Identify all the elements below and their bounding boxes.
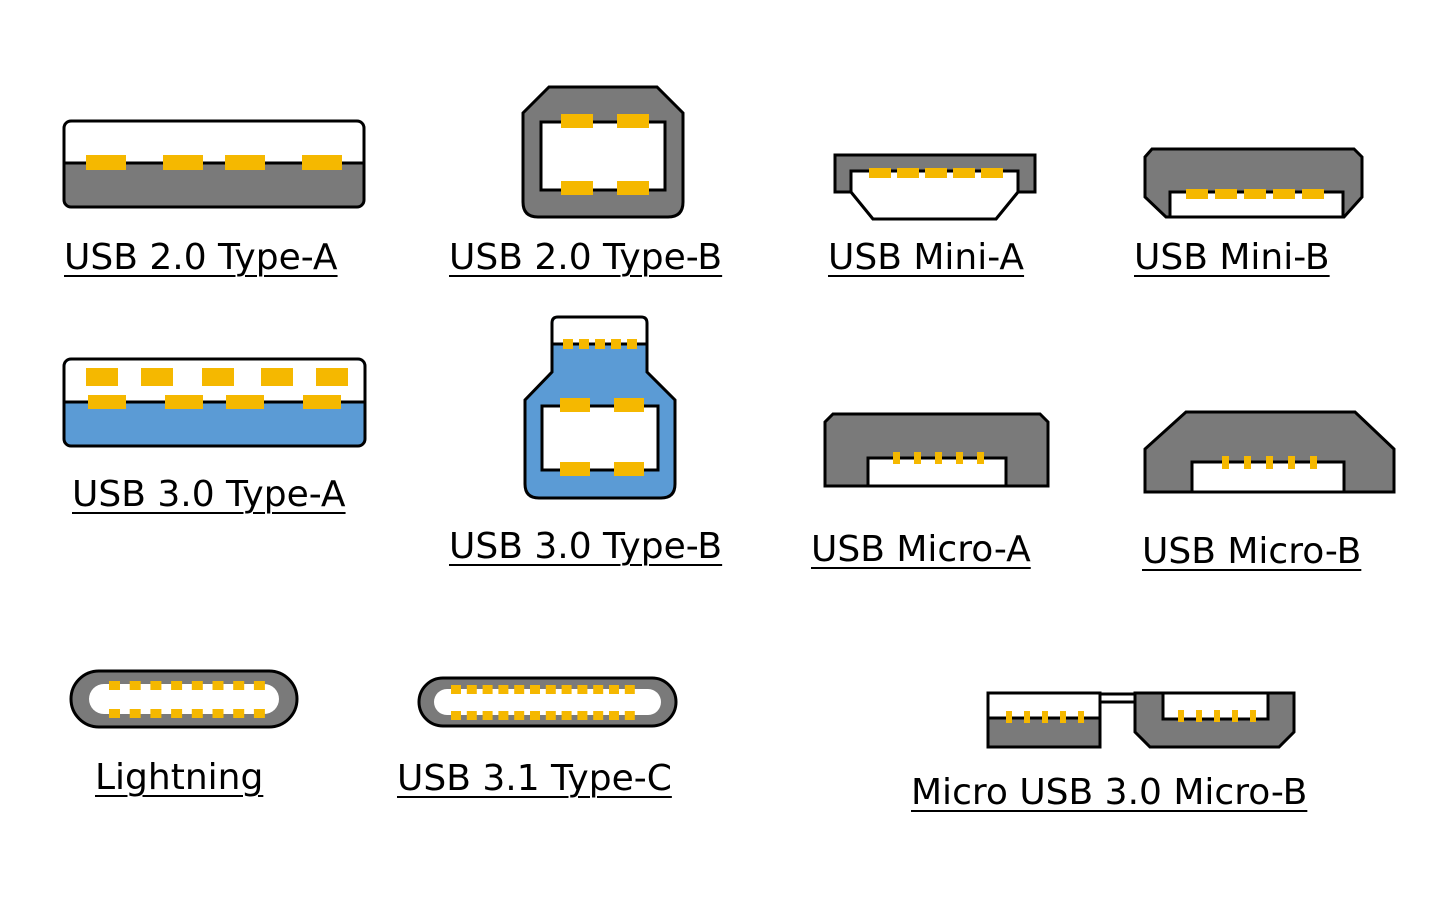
contact-pin bbox=[577, 685, 588, 694]
label-usb2-type-a: USB 2.0 Type-A bbox=[64, 237, 338, 278]
contact-pin bbox=[482, 685, 493, 694]
label-micro-usb3-micro-b: Micro USB 3.0 Micro-B bbox=[911, 772, 1308, 813]
usb3-type-b-connector bbox=[523, 315, 677, 500]
usb2-type-b-connector bbox=[521, 85, 685, 219]
usb2-type-a-connector bbox=[62, 119, 366, 209]
contact-pin bbox=[191, 681, 203, 690]
contact-pin bbox=[609, 685, 619, 694]
usb-mini-a-connector bbox=[833, 153, 1037, 221]
contact-pin bbox=[150, 681, 162, 690]
contact-pin bbox=[593, 685, 604, 694]
contact-pin bbox=[253, 681, 265, 690]
contact-pin bbox=[498, 685, 509, 694]
contact-pin bbox=[514, 685, 525, 694]
contact-pin bbox=[253, 709, 265, 718]
contact-pin bbox=[561, 685, 572, 694]
contact-pin bbox=[466, 685, 477, 694]
contact-pin bbox=[171, 681, 183, 690]
contact-pin bbox=[171, 709, 183, 718]
label-usb3-type-b: USB 3.0 Type-B bbox=[449, 526, 723, 567]
contact-pin bbox=[545, 685, 556, 694]
contact-pin bbox=[233, 681, 245, 690]
label-usb3-type-a: USB 3.0 Type-A bbox=[72, 474, 346, 515]
usb-mini-b-connector bbox=[1143, 147, 1364, 219]
label-usb-mini-b: USB Mini-B bbox=[1134, 237, 1330, 278]
micro-usb3-micro-b-connector bbox=[986, 691, 1296, 749]
label-usb-micro-b: USB Micro-B bbox=[1142, 531, 1362, 572]
usb-micro-b-connector bbox=[1143, 410, 1396, 494]
contact-pin bbox=[109, 681, 120, 690]
contact-pin bbox=[212, 681, 224, 690]
contact-pin bbox=[514, 711, 525, 720]
contact-pin bbox=[191, 709, 203, 718]
label-lightning: Lightning bbox=[95, 757, 264, 798]
lightning-connector bbox=[69, 669, 299, 729]
label-usb2-type-b: USB 2.0 Type-B bbox=[449, 237, 723, 278]
label-usb-micro-a: USB Micro-A bbox=[811, 529, 1031, 570]
contact-pin bbox=[150, 709, 162, 718]
contact-pin bbox=[212, 709, 224, 718]
contact-pin bbox=[624, 711, 635, 720]
contact-pin bbox=[545, 711, 556, 720]
usb3-type-a-connector bbox=[62, 357, 367, 448]
label-usb-mini-a: USB Mini-A bbox=[828, 237, 1025, 278]
contact-pin bbox=[609, 711, 619, 720]
contact-pin bbox=[530, 685, 540, 694]
contact-pin bbox=[624, 685, 635, 694]
contact-pin bbox=[577, 711, 588, 720]
contact-pin bbox=[530, 711, 540, 720]
contact-pin bbox=[482, 711, 493, 720]
contact-pin bbox=[233, 709, 245, 718]
usb-micro-a-connector bbox=[823, 412, 1050, 488]
usb31-type-c-connector bbox=[417, 676, 678, 728]
contact-pin bbox=[498, 711, 509, 720]
contact-pin bbox=[451, 685, 461, 694]
contact-pin bbox=[129, 709, 141, 718]
contact-pin bbox=[451, 711, 461, 720]
contact-pin bbox=[561, 711, 572, 720]
label-usb31-type-c: USB 3.1 Type-C bbox=[397, 758, 672, 799]
contact-pin bbox=[129, 681, 141, 690]
contact-pin bbox=[593, 711, 604, 720]
contact-pin bbox=[109, 709, 120, 718]
contact-pin bbox=[466, 711, 477, 720]
